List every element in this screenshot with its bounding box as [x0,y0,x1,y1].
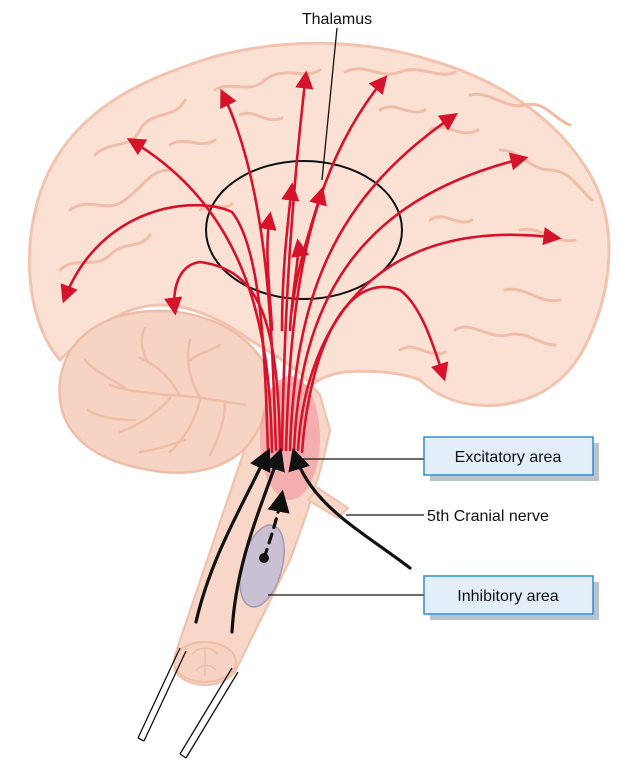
inhibitory-label-box: Inhibitory area [424,576,599,620]
excitatory-label: Excitatory area [455,449,562,466]
cerebellum [60,311,269,473]
inhibitory-source-dot [259,553,269,563]
cranial-nerve-stub [308,488,348,518]
thalamus-label: Thalamus [302,11,372,28]
cerebellum-group [60,311,269,473]
cranial-nerve-label: 5th Cranial nerve [427,508,549,525]
inhibitory-label: Inhibitory area [457,588,558,605]
excitatory-label-box: Excitatory area [424,437,599,481]
